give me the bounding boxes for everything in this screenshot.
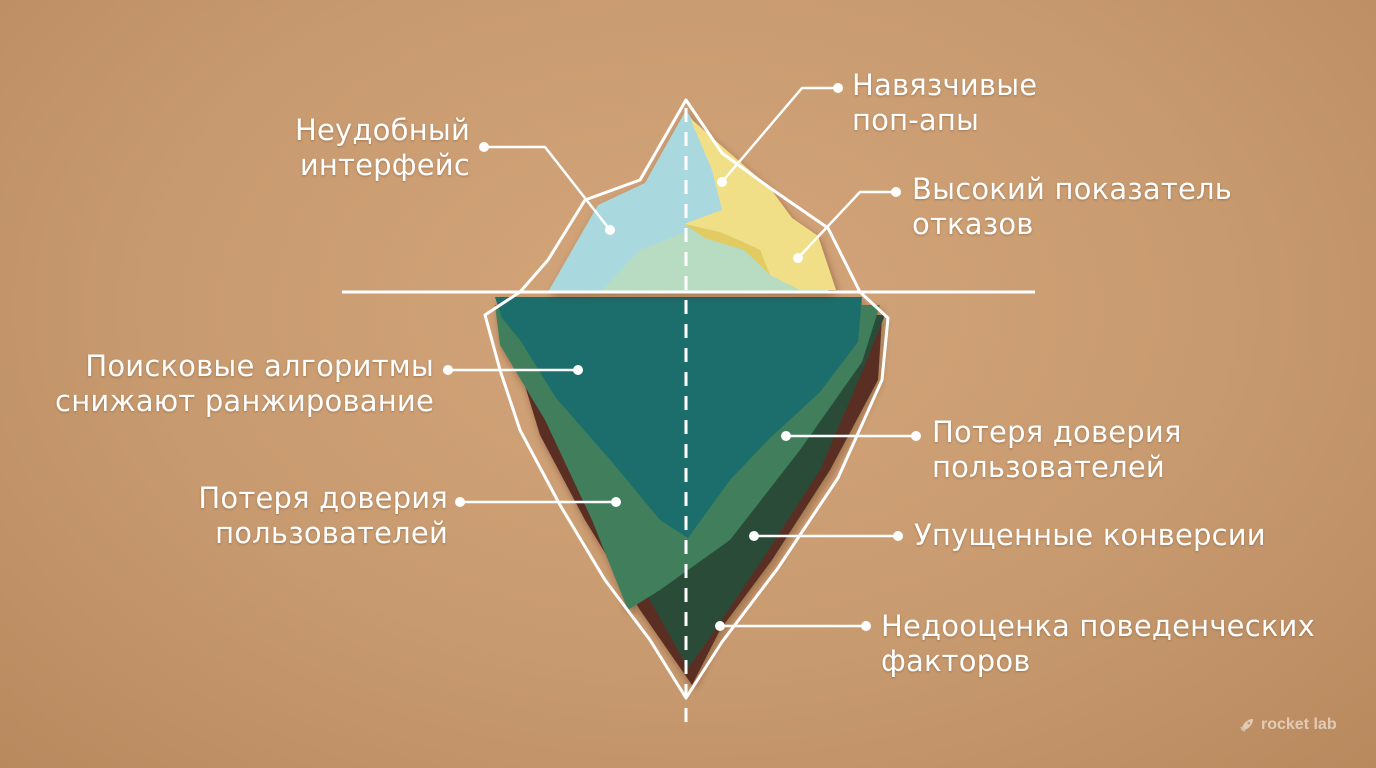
label-line: отказов (912, 207, 1034, 241)
dot-missed-conversions-b (749, 531, 759, 541)
tip-yellow-shadow (684, 224, 770, 275)
iceberg-outline (483, 98, 890, 700)
dot-uncomfortable-interface-b (605, 225, 615, 235)
label-line: Поисковые алгоритмы (85, 349, 434, 383)
dot-popups-a (833, 83, 843, 93)
dot-behavioral-factors-b (715, 621, 725, 631)
dot-uncomfortable-interface-a (479, 142, 489, 152)
label-line: Недооценка поведенческих (881, 609, 1315, 643)
leader-uncomfortable-interface (484, 145, 611, 231)
leader-bounce-rate (797, 190, 896, 259)
label-line: Упущенные конверсии (914, 518, 1266, 552)
label-line: Потеря доверия (198, 481, 448, 515)
logo-text: rocket lab (1261, 716, 1337, 733)
label-line: пользователей (932, 450, 1165, 484)
tip-light-blue (548, 110, 830, 292)
dot-search-algorithms-a (443, 365, 453, 375)
iceberg-tip (548, 110, 836, 292)
leader-dots (443, 83, 921, 631)
leader-lines (448, 86, 916, 628)
dot-bounce-rate-b (793, 253, 803, 263)
label-trust-loss-right: Потеря доверия пользователей (932, 415, 1182, 485)
label-uncomfortable-interface: Неудобный интерфейс (295, 113, 470, 183)
rocket-lab-logo: rocket lab (1238, 716, 1337, 734)
label-trust-loss-left: Потеря доверия пользователей (198, 481, 448, 551)
label-line: поп-апы (852, 103, 980, 137)
label-line: Потеря доверия (932, 415, 1182, 449)
dot-trust-loss-right-b (781, 431, 791, 441)
label-line: Высокий показатель (912, 172, 1233, 206)
dot-trust-loss-right-a (911, 431, 921, 441)
label-line: Неудобный (295, 113, 470, 147)
label-line: Навязчивые (852, 68, 1038, 102)
label-line: снижают ранжирование (55, 384, 434, 418)
label-bounce-rate: Высокий показатель отказов (912, 172, 1232, 242)
leader-popups (721, 86, 838, 183)
label-popups: Навязчивые поп-апы (852, 68, 1037, 138)
dot-search-algorithms-b (573, 365, 583, 375)
dot-trust-loss-left-a (455, 497, 465, 507)
label-line: интерфейс (299, 148, 470, 182)
dot-behavioral-factors-a (861, 621, 871, 631)
dot-popups-b (717, 177, 727, 187)
tip-yellow (684, 118, 836, 290)
label-behavioral-factors: Недооценка поведенческих факторов (881, 609, 1315, 679)
rocket-icon (1240, 719, 1253, 732)
label-line: пользователей (215, 516, 448, 550)
label-line: факторов (881, 644, 1031, 678)
tip-light-green (600, 230, 830, 292)
label-missed-conversions: Упущенные конверсии (914, 518, 1266, 553)
label-search-algorithms: Поисковые алгоритмы снижают ранжирование (55, 349, 434, 419)
dot-trust-loss-left-b (611, 497, 621, 507)
dot-missed-conversions-a (893, 531, 903, 541)
dot-bounce-rate-a (891, 187, 901, 197)
layer-teal (495, 297, 862, 538)
